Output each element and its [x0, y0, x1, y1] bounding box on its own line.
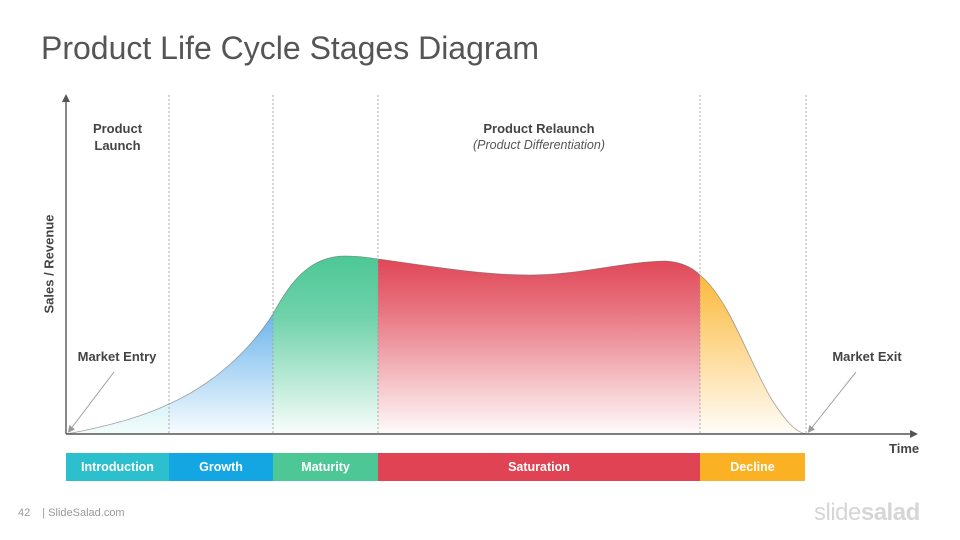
- brand-bold: salad: [860, 499, 920, 526]
- stage-decline: Decline: [700, 453, 805, 481]
- x-axis-arrow: [910, 430, 918, 438]
- stage-label: Introduction: [81, 460, 154, 474]
- stage-label: Growth: [199, 460, 243, 474]
- product-relaunch-sublabel: (Product Differentiation): [472, 138, 605, 152]
- y-axis-arrow: [62, 94, 70, 102]
- slidesalad-logo: slidesalad: [814, 499, 920, 527]
- market-entry-arrow: [67, 371, 115, 433]
- footer-source: | SlideSalad.com: [42, 507, 125, 519]
- stage-label: Saturation: [508, 460, 570, 474]
- curve-area-growth: [169, 314, 273, 434]
- stage-maturity: Maturity: [273, 453, 378, 481]
- axes: [62, 94, 918, 438]
- market-exit-label: Market Exit: [832, 349, 902, 364]
- footer: 42 | SlideSalad.com: [18, 507, 131, 519]
- page-number: 42: [18, 507, 31, 519]
- market-exit-arrow: [807, 371, 857, 433]
- brand-light: slide: [814, 499, 861, 526]
- product-launch-label: Product Launch: [92, 121, 143, 153]
- page-title: Product Life Cycle Stages Diagram: [41, 30, 539, 66]
- stage-dividers: [168, 95, 807, 434]
- stage-introduction: Introduction: [66, 453, 169, 481]
- y-axis-label: Sales / Revenue: [41, 214, 57, 314]
- curve-area-decline: [700, 275, 806, 434]
- stage-label: Maturity: [301, 460, 350, 474]
- curve-area-introduction: [66, 404, 169, 434]
- product-relaunch-label: Product Relaunch: [483, 121, 595, 136]
- market-entry-label: Market Entry: [77, 349, 157, 364]
- curve-area-saturation: [378, 259, 700, 434]
- x-axis-label: Time: [889, 441, 920, 456]
- stage-growth: Growth: [169, 453, 273, 481]
- stage-label: Decline: [730, 460, 775, 474]
- stage-saturation: Saturation: [378, 453, 700, 481]
- life-cycle-curve: [65, 255, 807, 435]
- curve-area-maturity: [273, 256, 378, 434]
